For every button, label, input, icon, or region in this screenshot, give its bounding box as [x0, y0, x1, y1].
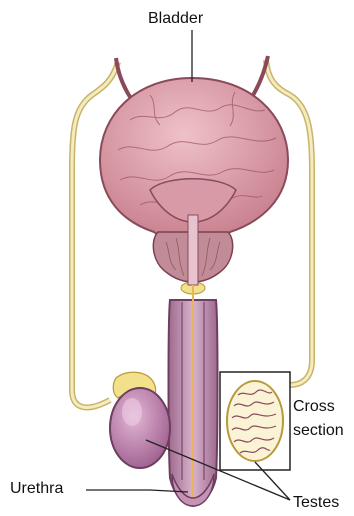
left-ureter: [116, 58, 132, 100]
right-vas-deferens: [266, 60, 312, 385]
urethra-label: Urethra: [10, 480, 63, 498]
cross-section-label-line1: Cross: [293, 398, 335, 416]
right-ureter: [250, 56, 268, 100]
bladder-label: Bladder: [148, 10, 203, 28]
left-vas-deferens-inner: [72, 62, 118, 407]
testes-label: Testes: [293, 494, 339, 512]
urethra-leader: [86, 490, 188, 492]
cross-section-label-line2: section: [293, 422, 344, 440]
urethra-upper: [188, 215, 198, 285]
testis: [110, 388, 170, 468]
testis-highlight: [122, 398, 142, 426]
